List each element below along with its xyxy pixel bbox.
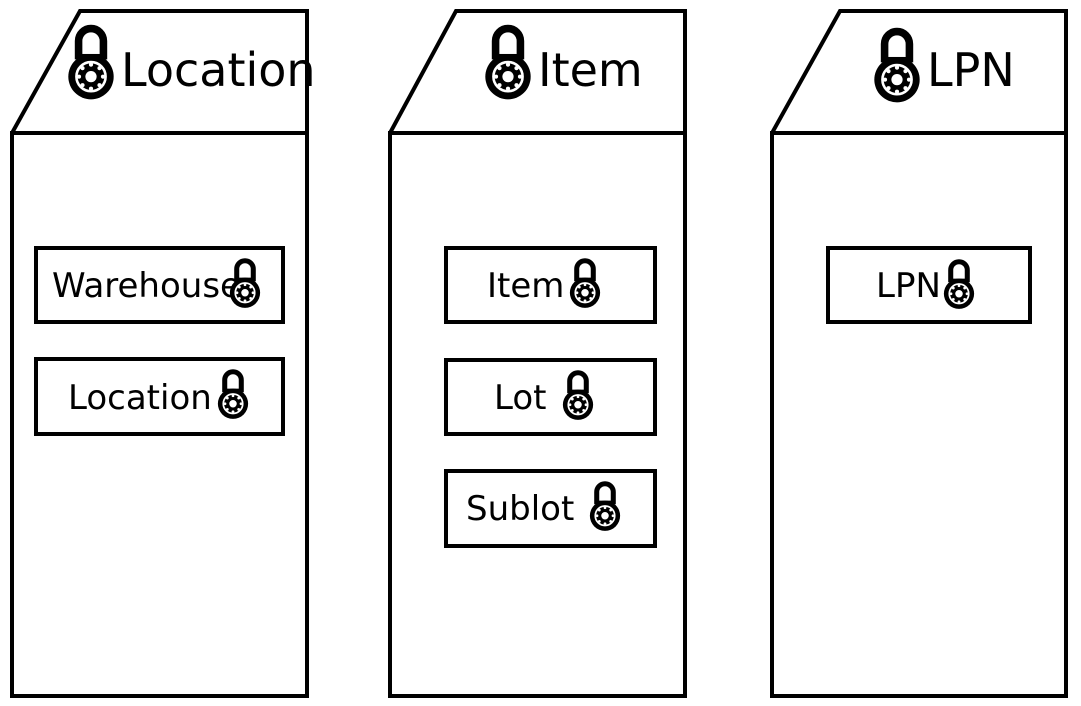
group-lpn-outline bbox=[770, 9, 1068, 698]
group-lpn-title: LPN bbox=[927, 43, 1015, 97]
group-location-title: Location bbox=[121, 43, 316, 97]
item-label-lot: Lot bbox=[494, 378, 546, 418]
group-item[interactable]: Item Item Lot Sublot bbox=[388, 9, 687, 698]
item-label-sublot: Sublot bbox=[466, 489, 574, 529]
group-location-outline bbox=[10, 9, 309, 698]
item-box-lot-rect bbox=[444, 358, 657, 436]
group-item-outline bbox=[388, 9, 687, 698]
item-label-warehouse: Warehouse bbox=[52, 266, 241, 306]
group-lpn[interactable]: LPN LPN bbox=[770, 9, 1068, 698]
item-box-item-rect bbox=[444, 246, 657, 324]
item-box-item[interactable]: Item bbox=[444, 246, 657, 324]
item-box-lpn-rect bbox=[826, 246, 1032, 324]
item-label-lpn: LPN bbox=[876, 266, 941, 306]
item-box-location[interactable]: Location bbox=[34, 357, 285, 436]
group-item-title: Item bbox=[538, 43, 643, 97]
item-box-sublot[interactable]: Sublot bbox=[444, 469, 657, 548]
item-box-sublot-rect bbox=[444, 469, 657, 548]
item-label-location: Location bbox=[68, 378, 212, 418]
item-label-item: Item bbox=[487, 266, 564, 306]
item-box-lpn[interactable]: LPN bbox=[826, 246, 1032, 324]
item-box-lot[interactable]: Lot bbox=[444, 358, 657, 436]
group-location[interactable]: Location Warehouse Location bbox=[10, 9, 316, 698]
item-box-warehouse[interactable]: Warehouse bbox=[34, 246, 285, 324]
